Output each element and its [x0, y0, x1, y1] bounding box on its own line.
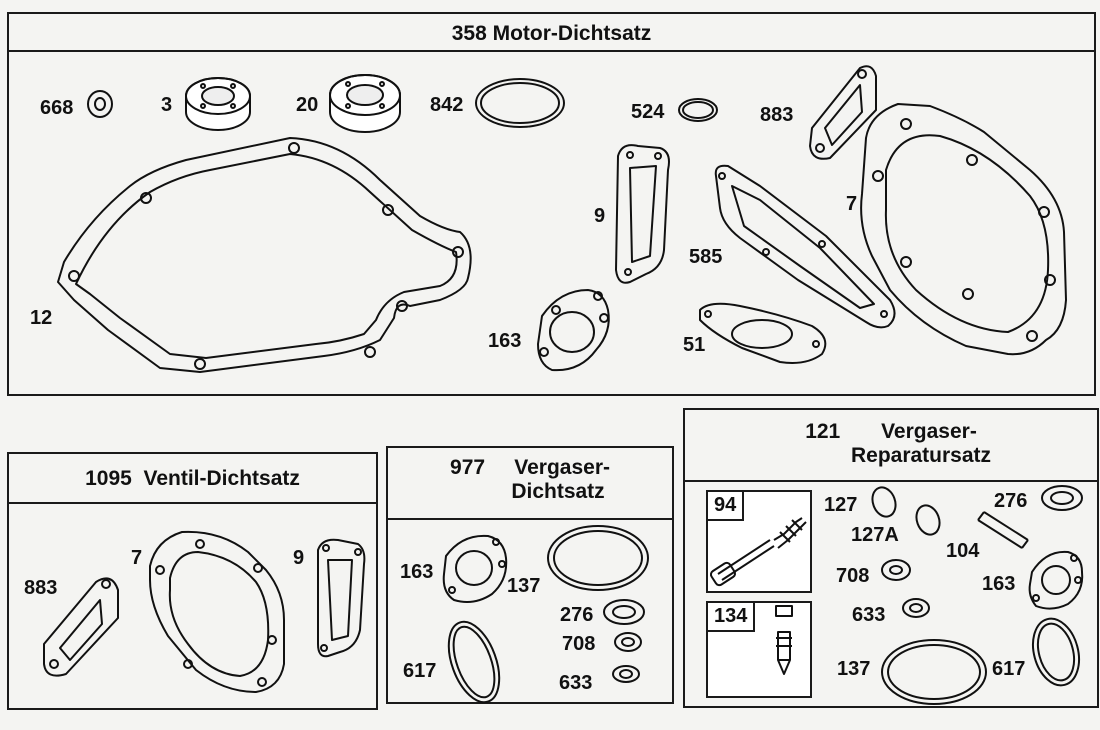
- carb-gasket-kit-title-line2: Dichtsatz: [511, 479, 605, 503]
- carb-repair-kit-number: 121: [805, 420, 841, 443]
- carb-gasket-label-708: 708: [562, 633, 596, 655]
- plug-127a-icon: [915, 504, 941, 536]
- inlet-needle-134-icon: [775, 605, 793, 675]
- part-label-20: 20: [296, 94, 319, 116]
- carb-gasket-137-icon: [547, 525, 649, 591]
- carb-repair-label-276: 276: [994, 490, 1028, 512]
- part-label-668: 668: [40, 97, 74, 119]
- ring-137-repair-icon: [881, 639, 987, 705]
- carb-gasket-kit-title: 977 Vergaser- Dichtsatz: [388, 448, 672, 520]
- subkit-94-box: 94: [706, 490, 812, 593]
- motor-gasket-kit-title: 358 Motor-Dichtsatz: [9, 14, 1094, 52]
- gasket-7-icon: [860, 103, 1067, 356]
- part-label-524: 524: [631, 101, 665, 123]
- seal-633-icon: [902, 598, 930, 618]
- part-label-12: 12: [30, 307, 53, 329]
- carb-repair-label-163: 163: [982, 573, 1016, 595]
- valve-part-label-7: 7: [131, 547, 143, 569]
- valve-part-label-9: 9: [293, 547, 305, 569]
- ring-617-repair-icon: [1031, 617, 1081, 687]
- needle-screw-spring-94-icon: [709, 517, 807, 587]
- part-label-883: 883: [760, 104, 794, 126]
- part-label-9: 9: [594, 205, 606, 227]
- gasket-12-icon: [57, 137, 472, 373]
- seal-708-icon: [881, 559, 911, 581]
- carb-gasket-label-633: 633: [559, 672, 593, 694]
- gasket-163-repair-icon: [1028, 550, 1084, 610]
- carb-repair-kit-title-line1: Vergaser-: [881, 420, 977, 443]
- carb-gasket-163-icon: [442, 534, 508, 603]
- seal-668-icon: [87, 90, 113, 118]
- part-label-51: 51: [683, 334, 706, 356]
- part-label-7: 7: [846, 193, 858, 215]
- gasket-9-icon: [615, 144, 670, 284]
- valve-kit-number: 1095: [85, 467, 132, 490]
- gasket-163-icon: [537, 289, 610, 372]
- carb-repair-label-127a: 127A: [851, 524, 899, 546]
- plug-127-icon: [871, 486, 897, 518]
- carb-gasket-708-icon: [614, 632, 642, 652]
- subkit-134-label: 134: [708, 603, 756, 632]
- carb-repair-label-633: 633: [852, 604, 886, 626]
- subkit-94-label: 94: [708, 492, 745, 521]
- motor-gasket-kit-panel: 358 Motor-Dichtsatz: [7, 12, 1096, 396]
- part-label-3: 3: [161, 94, 173, 116]
- oil-seal-3-icon: [185, 77, 251, 131]
- carb-gasket-kit-panel: 977 Vergaser- Dichtsatz: [386, 446, 674, 704]
- valve-gasket-kit-panel: 1095 Ventil-Dichtsatz: [7, 452, 378, 710]
- carb-gasket-633-icon: [612, 665, 640, 683]
- carb-gasket-617-icon: [447, 620, 501, 704]
- part-label-163: 163: [488, 330, 522, 352]
- carb-gasket-kit-number: 977: [450, 456, 486, 479]
- carb-repair-label-137: 137: [837, 658, 871, 680]
- carb-gasket-label-137: 137: [507, 575, 541, 597]
- part-label-585: 585: [689, 246, 723, 268]
- carb-gasket-label-276: 276: [560, 604, 594, 626]
- carb-repair-kit-panel: 121 Vergaser- Reparatursatz: [683, 408, 1099, 708]
- carb-gasket-label-163: 163: [400, 561, 434, 583]
- valve-gasket-883-icon: [43, 577, 119, 677]
- ring-524-icon: [678, 98, 718, 122]
- subkit-134-box: 134: [706, 601, 812, 698]
- carb-repair-label-617: 617: [992, 658, 1026, 680]
- carb-repair-label-708: 708: [836, 565, 870, 587]
- seal-276-icon: [1041, 485, 1083, 511]
- valve-gasket-7-icon: [149, 530, 285, 693]
- carb-gasket-276-icon: [603, 599, 645, 625]
- oil-seal-20-icon: [329, 74, 401, 133]
- gasket-585-icon: [714, 164, 896, 329]
- valve-gasket-9-icon: [317, 538, 366, 658]
- pin-104-icon: [977, 511, 1029, 549]
- carb-repair-label-104: 104: [946, 540, 980, 562]
- part-label-842: 842: [430, 94, 464, 116]
- valve-kit-name: Ventil-Dichtsatz: [143, 467, 300, 490]
- carb-repair-kit-title: 121 Vergaser- Reparatursatz: [685, 410, 1097, 482]
- carb-gasket-kit-title-line1: Vergaser-: [514, 456, 610, 479]
- gasket-883-icon: [809, 65, 877, 160]
- ring-842-icon: [475, 78, 565, 128]
- valve-gasket-kit-title: 1095 Ventil-Dichtsatz: [9, 454, 376, 504]
- carb-gasket-label-617: 617: [403, 660, 437, 682]
- gasket-51-icon: [699, 302, 827, 364]
- valve-part-label-883: 883: [24, 577, 58, 599]
- carb-repair-label-127: 127: [824, 494, 858, 516]
- carb-repair-kit-title-line2: Reparatursatz: [850, 443, 992, 467]
